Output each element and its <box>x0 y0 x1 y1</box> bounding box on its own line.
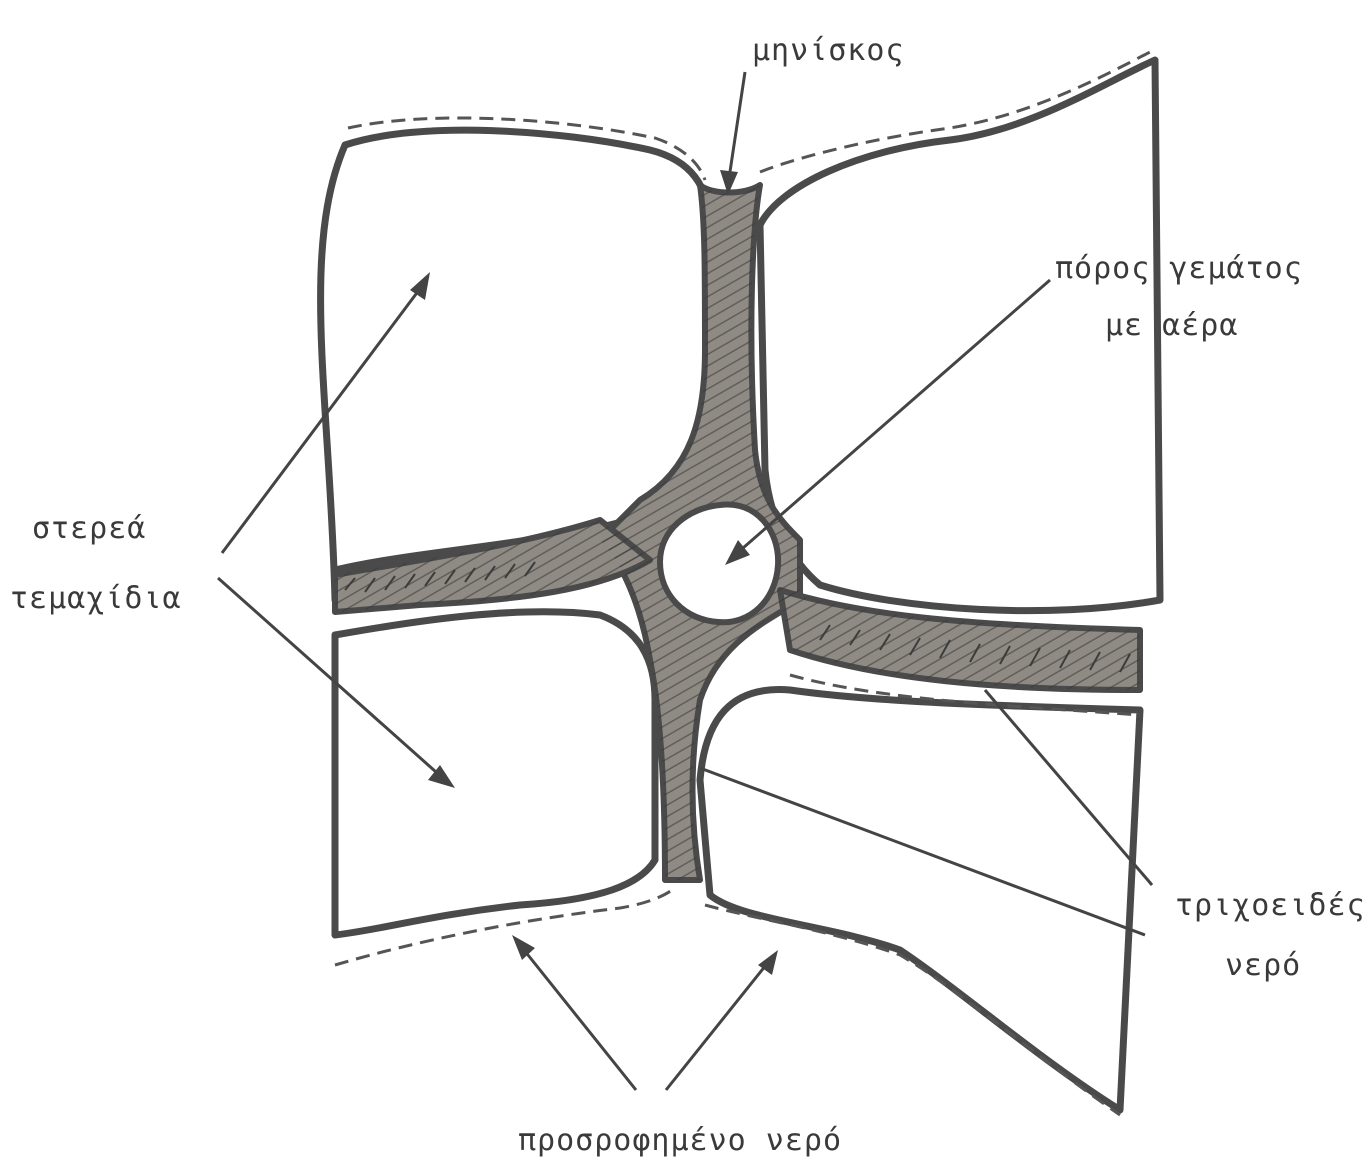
arrow-adsorbed-1 <box>512 935 636 1090</box>
solid-particle-top-right <box>760 60 1160 611</box>
label-solids-line2: τεμαχίδια <box>10 581 182 616</box>
arrow-meniscus <box>720 72 745 195</box>
label-adsorbed: προσροφημένο νερό <box>518 1123 842 1158</box>
label-capillary-line2: νερό <box>1225 948 1301 983</box>
label-capillary-line1: τριχοειδές <box>1175 888 1366 923</box>
solid-particle-bottom-left <box>335 612 655 935</box>
solid-particle-bottom-right <box>700 690 1140 1110</box>
label-meniscus: μηνίσκος <box>752 33 905 68</box>
label-solids-line1: στερεά <box>32 511 146 546</box>
arrow-adsorbed-2 <box>666 950 778 1090</box>
label-air-pore-line1: πόρος γεμάτος <box>1055 251 1303 286</box>
air-filled-pore <box>660 504 778 622</box>
label-air-pore-line2: με αέρα <box>1105 308 1238 343</box>
